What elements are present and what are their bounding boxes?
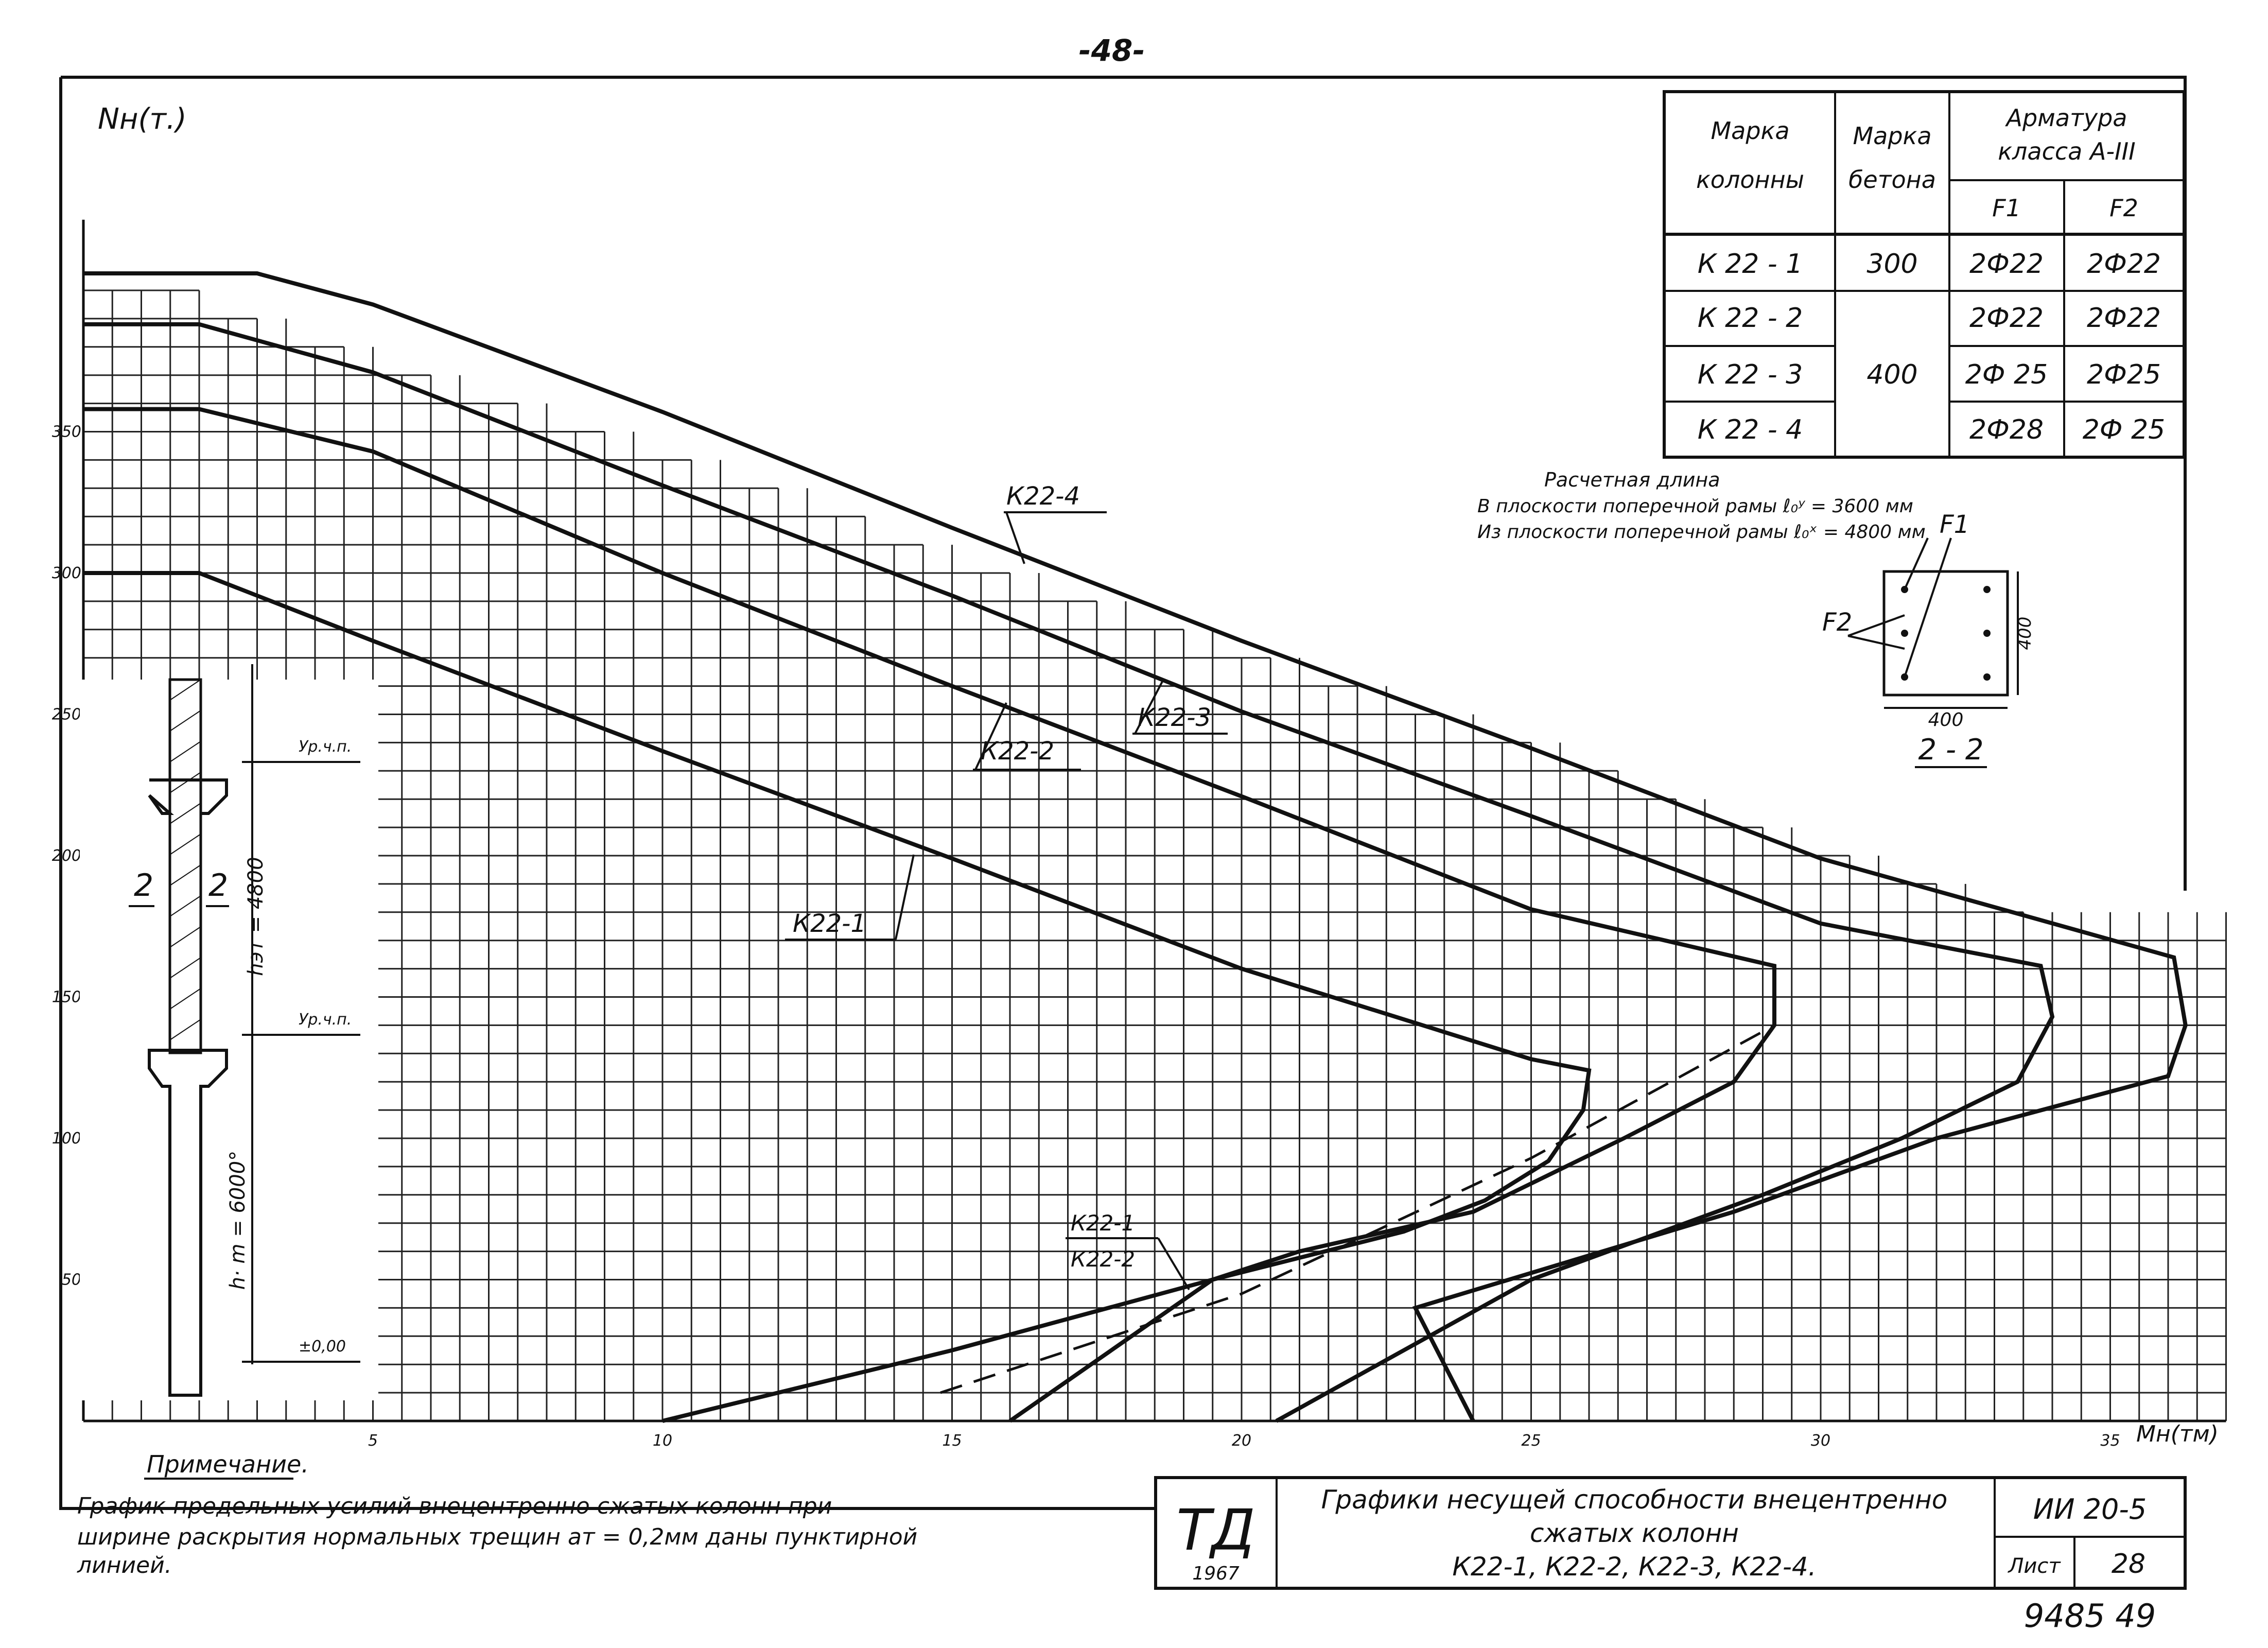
series-line-2 — [83, 407, 1776, 1423]
cross-section-2-2: F1 F2 400 400 2 - 2 — [1822, 510, 2035, 768]
lower-height: h· m = 6000° — [226, 1151, 250, 1290]
curve-label-k22-4: К22-4 — [1004, 482, 1107, 564]
section-f2-label: F2 — [1822, 608, 1852, 637]
title-block: ТД 1967 Графики несущей способности внец… — [1154, 1476, 2187, 1590]
row-4-mark: К 22 - 4 — [1698, 414, 1803, 445]
section-height: 400 — [2015, 617, 2035, 650]
note-line-3: линией. — [77, 1552, 172, 1578]
svg-text:Расчетная длина: Расчетная длина — [1544, 469, 1720, 491]
chart-grid — [82, 289, 2227, 1422]
x-axis-label: Mн(тм) — [2136, 1421, 2219, 1447]
row-3-f2: 2Ф25 — [2087, 359, 2161, 390]
note-line-2: ширине раскрытия нормальных трещин aт = … — [77, 1524, 917, 1550]
section-width: 400 — [1928, 709, 1964, 731]
row-1-f1: 2Ф22 — [1969, 249, 2044, 280]
row-2-f2: 2Ф22 — [2087, 303, 2161, 334]
dashed-curve-label: К22-1 К22-2 — [1066, 1210, 1190, 1291]
header-rebar-1: Арматура — [2005, 104, 2127, 132]
series-line-5 — [940, 1024, 1775, 1394]
svg-text:К22-1: К22-1 — [1071, 1210, 1135, 1236]
row-3-f1: 2Ф 25 — [1965, 359, 2048, 390]
x-tick-label: 20 — [1232, 1432, 1251, 1450]
design-length-note: Расчетная длина В плоскости поперечной р… — [1477, 469, 1926, 543]
row-3-mark: К 22 - 3 — [1698, 359, 1803, 390]
upper-height: hэт = 4800 — [244, 857, 268, 976]
y-tick-labels: 50 100 150 200 250 300 350 — [52, 423, 81, 1289]
x-tick-labels: 5 10 15 20 25 30 35 — [368, 1432, 2120, 1450]
row-2-f1: 2Ф22 — [1969, 303, 2044, 334]
x-tick-label: 10 — [653, 1432, 672, 1450]
y-tick-label: 100 — [52, 1130, 81, 1148]
row-1-f2: 2Ф22 — [2087, 249, 2161, 280]
svg-text:К22-2: К22-2 — [981, 737, 1054, 766]
header-rebar-2: класса А-III — [1998, 137, 2136, 165]
concrete-400: 400 — [1866, 359, 1917, 390]
svg-text:К22-3: К22-3 — [1138, 703, 1211, 732]
year: 1967 — [1192, 1563, 1240, 1584]
header-f1: F1 — [1992, 194, 2021, 222]
x-tick-label: 15 — [942, 1432, 962, 1450]
archive-number: 9485 49 — [2024, 1597, 2156, 1635]
row-4-f1: 2Ф28 — [1969, 414, 2044, 445]
header-f2: F2 — [2109, 194, 2138, 222]
note-line-1: График предельных усилий внецентренно сж… — [77, 1493, 832, 1519]
svg-text:К22-1: К22-1 — [793, 909, 866, 938]
concrete-300: 300 — [1866, 249, 1917, 280]
row-1-mark: К 22 - 1 — [1698, 249, 1803, 280]
note-block: Примечание. График предельных усилий вне… — [77, 1450, 917, 1578]
cut-left: 2 — [134, 868, 153, 904]
x-tick-label: 25 — [1521, 1432, 1541, 1450]
level-top: Ур.ч.п. — [299, 738, 352, 756]
svg-text:К22-2: К22-2 — [1071, 1246, 1135, 1272]
title-line-1: Графики несущей способности внецентренно — [1321, 1485, 1948, 1515]
curve-label-k22-3: К22-3 — [1132, 679, 1228, 735]
section-label: 2 - 2 — [1918, 733, 1983, 767]
chart-series — [83, 271, 2188, 1423]
series-line-3 — [83, 322, 2055, 1423]
y-axis-label: Nн(т.) — [98, 102, 187, 136]
y-tick-label: 50 — [62, 1271, 81, 1289]
y-tick-label: 200 — [52, 847, 81, 865]
series-code: ИИ 20-5 — [2033, 1493, 2147, 1525]
x-tick-label: 30 — [1811, 1432, 1830, 1450]
title-line-3: К22-1, К22-2, К22-3, К22-4. — [1452, 1552, 1816, 1582]
svg-text:В плоскости поперечной рамы ℓ₀: В плоскости поперечной рамы ℓ₀ʸ = 3600 м… — [1477, 496, 1913, 517]
series-line-4 — [83, 271, 2188, 1422]
row-4-f2: 2Ф 25 — [2083, 414, 2166, 445]
sheet-label: Лист — [2007, 1554, 2061, 1578]
curve-label-k22-2: К22-2 — [973, 702, 1081, 771]
y-tick-label: 350 — [52, 423, 81, 441]
header-concrete-2: бетона — [1848, 166, 1936, 194]
section-f1-label: F1 — [1940, 510, 1969, 539]
header-column-mark-1: Марка — [1711, 117, 1789, 145]
column-elevation: Ур.ч.п. Ур.ч.п. ±0,00 hэт = 4800 h· m = … — [80, 664, 378, 1400]
title-line-2: сжатых колонн — [1530, 1518, 1739, 1548]
logo-td: ТД — [1176, 1497, 1255, 1563]
zero-level: ±0,00 — [299, 1338, 346, 1356]
header-concrete-1: Марка — [1853, 122, 1931, 150]
y-tick-label: 250 — [52, 706, 81, 724]
header-column-mark-2: колонны — [1696, 166, 1804, 194]
row-2-mark: К 22 - 2 — [1698, 303, 1803, 334]
curve-label-k22-1: К22-1 — [785, 854, 915, 941]
note-title: Примечание. — [147, 1450, 309, 1478]
svg-text:Из плоскости поперечной рамы ℓ: Из плоскости поперечной рамы ℓ₀ˣ = 4800 … — [1477, 522, 1926, 543]
sheet-number: 28 — [2112, 1549, 2145, 1580]
svg-text:К22-4: К22-4 — [1006, 482, 1080, 511]
y-tick-label: 300 — [52, 564, 81, 582]
reinforcement-table: Марка колонны Марка бетона Арматура клас… — [1663, 90, 2186, 459]
series-line-1 — [83, 571, 1592, 1423]
x-tick-label: 5 — [368, 1432, 378, 1450]
level-mid: Ур.ч.п. — [299, 1011, 352, 1029]
page-number: -48- — [1079, 33, 1145, 68]
cut-right: 2 — [208, 868, 228, 904]
x-tick-label: 35 — [2100, 1432, 2120, 1450]
y-tick-label: 150 — [52, 988, 81, 1007]
